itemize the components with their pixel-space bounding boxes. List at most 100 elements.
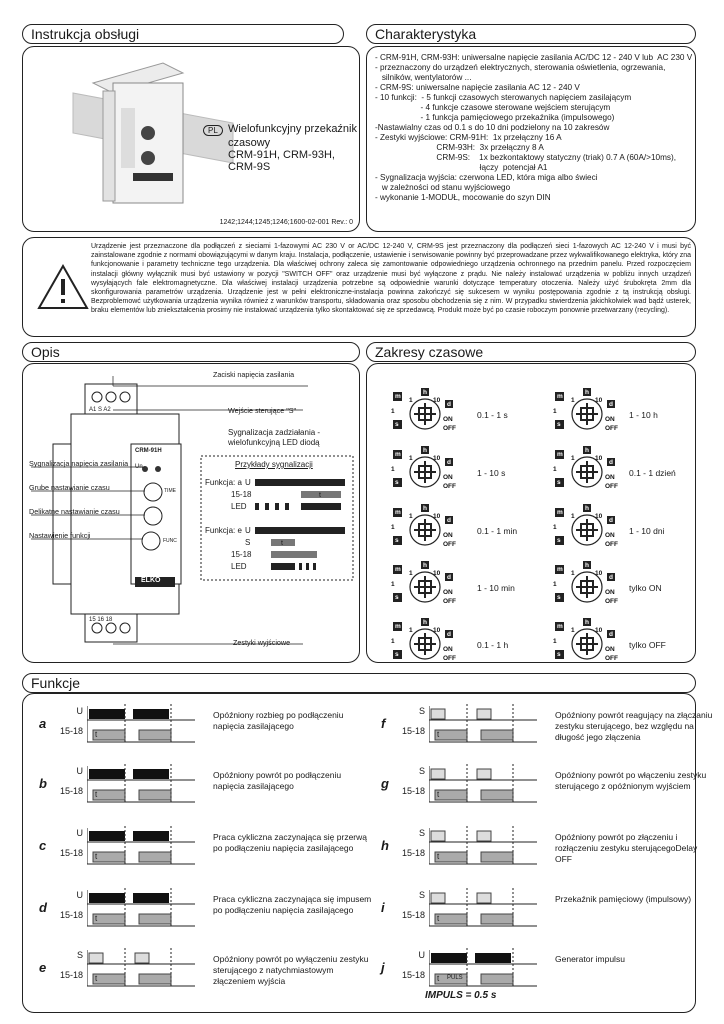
function-e-t: t [281, 538, 283, 547]
led-title-2: wielofunkcyjną LED diodą [228, 438, 320, 447]
dial-scale-label: 1 [391, 638, 395, 645]
characteristic-line: - 1 funkcja pamięciowego przekaźnika (im… [375, 113, 615, 122]
time-interval-label: t [437, 730, 440, 739]
dial-scale-label: 10 [433, 570, 441, 577]
time-range-label: 0.1 - 1 min [477, 526, 518, 536]
time-range-label: tylko OFF [629, 640, 666, 650]
dial-scale-label: ON [443, 532, 453, 539]
time-knob-label: TIME [164, 488, 176, 494]
product-panel: PL Wielofunkcyjny przekaźnik czasowy CRM… [22, 46, 360, 232]
timing-diagram [429, 704, 537, 744]
brand-logo: ELKO [141, 577, 161, 584]
function-e-s: S [245, 538, 251, 547]
characteristic-line: CRM-93H: 3x przełączny 8 A [375, 143, 544, 152]
dial-scale-label: 10 [595, 513, 603, 520]
dial-scale-label: 1 [409, 513, 413, 520]
dial-scale-label: h [585, 389, 589, 396]
lang-badge: PL [203, 125, 223, 136]
function-e-out: 15-18 [231, 550, 252, 559]
dial-scale-label: 10 [433, 627, 441, 634]
function-setting-label: Nastawienie funkcji [29, 531, 91, 540]
characteristic-line: silników, wentylatorów ... [375, 73, 472, 82]
dial-scale-label: h [585, 619, 589, 626]
time-range-label: 1 - 10 min [477, 583, 515, 593]
function-a-u: U [245, 478, 251, 487]
function-a-led: LED [231, 502, 247, 511]
time-interval-label: t [437, 974, 440, 983]
dial-scale-label: ON [443, 589, 453, 596]
output-signal-label: 15-18 [401, 848, 425, 858]
dial-scale-label: 10 [595, 397, 603, 404]
timing-diagram [429, 826, 537, 866]
product-name-1: Wielofunkcyjny przekaźnik [228, 123, 357, 135]
func-knob-label: FUNC [163, 538, 177, 544]
dial-scale-label: 1 [553, 408, 557, 415]
function-description: Przekaźnik pamięciowy (impulsowy) [555, 894, 692, 904]
dial-scale-label: ON [605, 474, 615, 481]
dial-scale-label: h [423, 505, 427, 512]
function-description: Opóźniony powrót po włączeniu zestyku st… [555, 770, 707, 791]
timing-diagram [87, 764, 195, 804]
time-range-label: 0.1 - 1 s [477, 410, 508, 420]
dial-scale-label: ON [605, 416, 615, 423]
dial-scale-label: d [447, 517, 451, 524]
dial-scale-label: 1 [391, 466, 395, 473]
dial-scale-label: 10 [595, 627, 603, 634]
dial-scale-label: s [395, 537, 399, 544]
dial-scale-label: m [557, 566, 563, 573]
instruction-title: Instrukcja obsługi [22, 24, 344, 44]
device-model-label: CRM-91H [135, 448, 162, 454]
dial-scale-label: 1 [391, 524, 395, 531]
function-description: Generator impulsu [555, 954, 625, 964]
dial-scale-label: ON [443, 474, 453, 481]
characteristics-panel: - CRM-91H, CRM-93H: uniwersalne napięcie… [366, 46, 696, 232]
time-interval-label: t [437, 852, 440, 861]
device-photo [72, 62, 234, 204]
output-signal-label: 15-18 [401, 726, 425, 736]
dial-scale-label: 1 [409, 570, 413, 577]
pulse-label: PULS [447, 975, 463, 981]
function-letter: g [381, 776, 389, 791]
output-contacts-label: Zestyki wyjściowe [233, 638, 291, 647]
warning-text: Urządzenie jest przeznaczone dla podłącz… [91, 243, 691, 315]
function-description: Praca cykliczna zaczynająca się przerwą … [213, 832, 368, 853]
dial-scale-label: OFF [605, 483, 618, 490]
device-diagram [31, 376, 354, 645]
dial-scale-label: OFF [443, 541, 456, 548]
dial-scale-label: d [447, 459, 451, 466]
dial-scale-label: 1 [553, 581, 557, 588]
output-signal-label: 15-18 [59, 848, 83, 858]
time-interval-label: t [95, 790, 98, 799]
function-letter: c [39, 838, 47, 853]
warning-panel: Urządzenie jest przeznaczone dla podłącz… [22, 237, 696, 337]
dial-scale-label: m [395, 566, 401, 573]
un-label: Un [135, 464, 143, 470]
dial-scale-label: s [557, 479, 561, 486]
dial-scale-label: 1 [553, 524, 557, 531]
dial-scale-label: m [557, 623, 563, 630]
dial-scale-label: h [585, 505, 589, 512]
dial-scale-label: 1 [409, 397, 413, 404]
dial-scale-label: ON [443, 416, 453, 423]
input-signal-label: S [418, 766, 425, 776]
characteristic-line: -Nastawialny czas od 0.1 s do 10 dni pod… [375, 123, 610, 132]
dial-scale-label: 1 [571, 513, 575, 520]
output-signal-label: 15-18 [59, 910, 83, 920]
dial-scale-label: ON [605, 532, 615, 539]
characteristic-line: w zależności od stanu wyjściowego [375, 183, 511, 192]
function-letter: h [381, 838, 389, 853]
input-signal-label: S [418, 828, 425, 838]
characteristic-line: łączy potencjał A1 [375, 163, 548, 172]
dial-scale-label: 1 [571, 397, 575, 404]
dial-scale-label: 10 [595, 455, 603, 462]
function-description: Opóźniony powrót po wyłączeniu zestyku s… [213, 954, 369, 986]
top-terminal-names: A1 S A2 [89, 407, 111, 413]
dial-scale-label: OFF [443, 483, 456, 490]
